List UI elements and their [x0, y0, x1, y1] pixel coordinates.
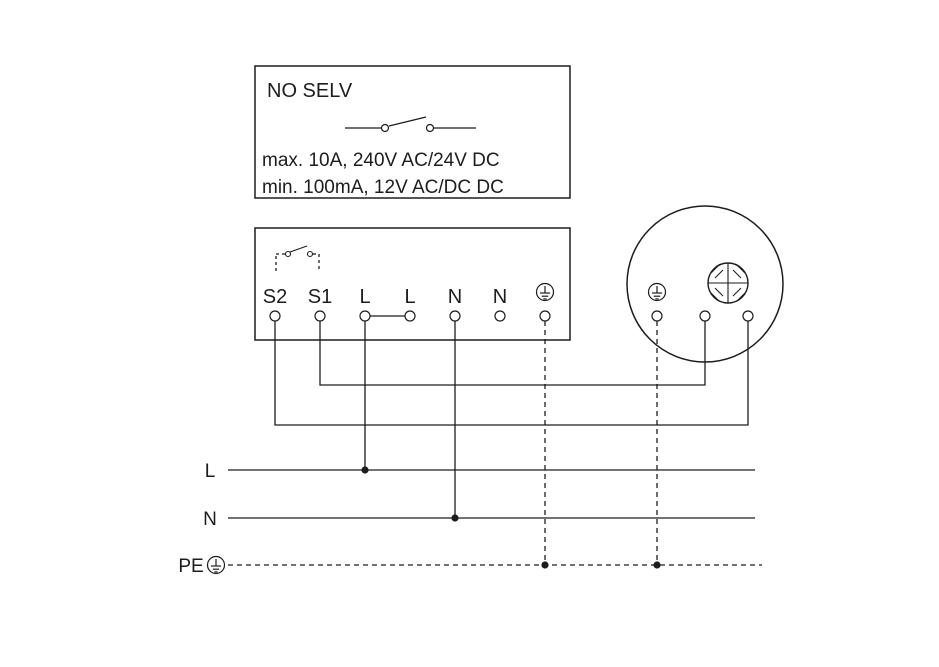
terminal-label-n2: N	[493, 286, 507, 308]
terminal-label-l1: L	[359, 286, 370, 308]
load-box-outline	[254, 65, 571, 199]
sensor-terminal-points	[651, 310, 754, 322]
junction-pe-sensor	[653, 561, 661, 569]
junction-dots	[361, 466, 661, 569]
terminal-label-n1: N	[448, 286, 462, 308]
wire-s2-sensor	[274, 321, 749, 426]
terminal-box: S2 S1 L L N N	[254, 227, 571, 341]
terminal-points	[269, 310, 551, 322]
terminal-label-s1: S1	[308, 286, 332, 308]
load-rating-box: NO SELV max. 10A, 240V AC/24V DC min. 10…	[254, 65, 571, 199]
supply-buses: L N PE	[178, 461, 762, 577]
wires	[274, 321, 749, 565]
internal-relay-contact-icon	[275, 245, 320, 271]
earth-ground-icon	[647, 282, 667, 302]
junction-pe-box	[541, 561, 549, 569]
rating-max-text: max. 10A, 240V AC/24V DC	[262, 150, 500, 171]
rating-min-text: min. 100mA, 12V AC/DC DC	[262, 177, 504, 198]
hatched-lamp-icon	[707, 262, 749, 304]
earth-ground-icon	[535, 282, 555, 302]
junction-n	[451, 514, 459, 522]
bus-label-live: L	[205, 461, 216, 482]
terminal-box-outline	[254, 227, 571, 341]
bus-label-earth: PE	[178, 556, 203, 577]
no-contact-switch-icon	[345, 116, 476, 133]
wire-s1-sensor	[319, 321, 706, 386]
terminal-label-s2: S2	[263, 286, 287, 308]
junction-l	[361, 466, 369, 474]
bus-label-neutral: N	[203, 509, 217, 530]
terminal-label-l2: L	[404, 286, 415, 308]
earth-ground-icon	[206, 555, 226, 575]
load-box-title: NO SELV	[267, 80, 353, 102]
